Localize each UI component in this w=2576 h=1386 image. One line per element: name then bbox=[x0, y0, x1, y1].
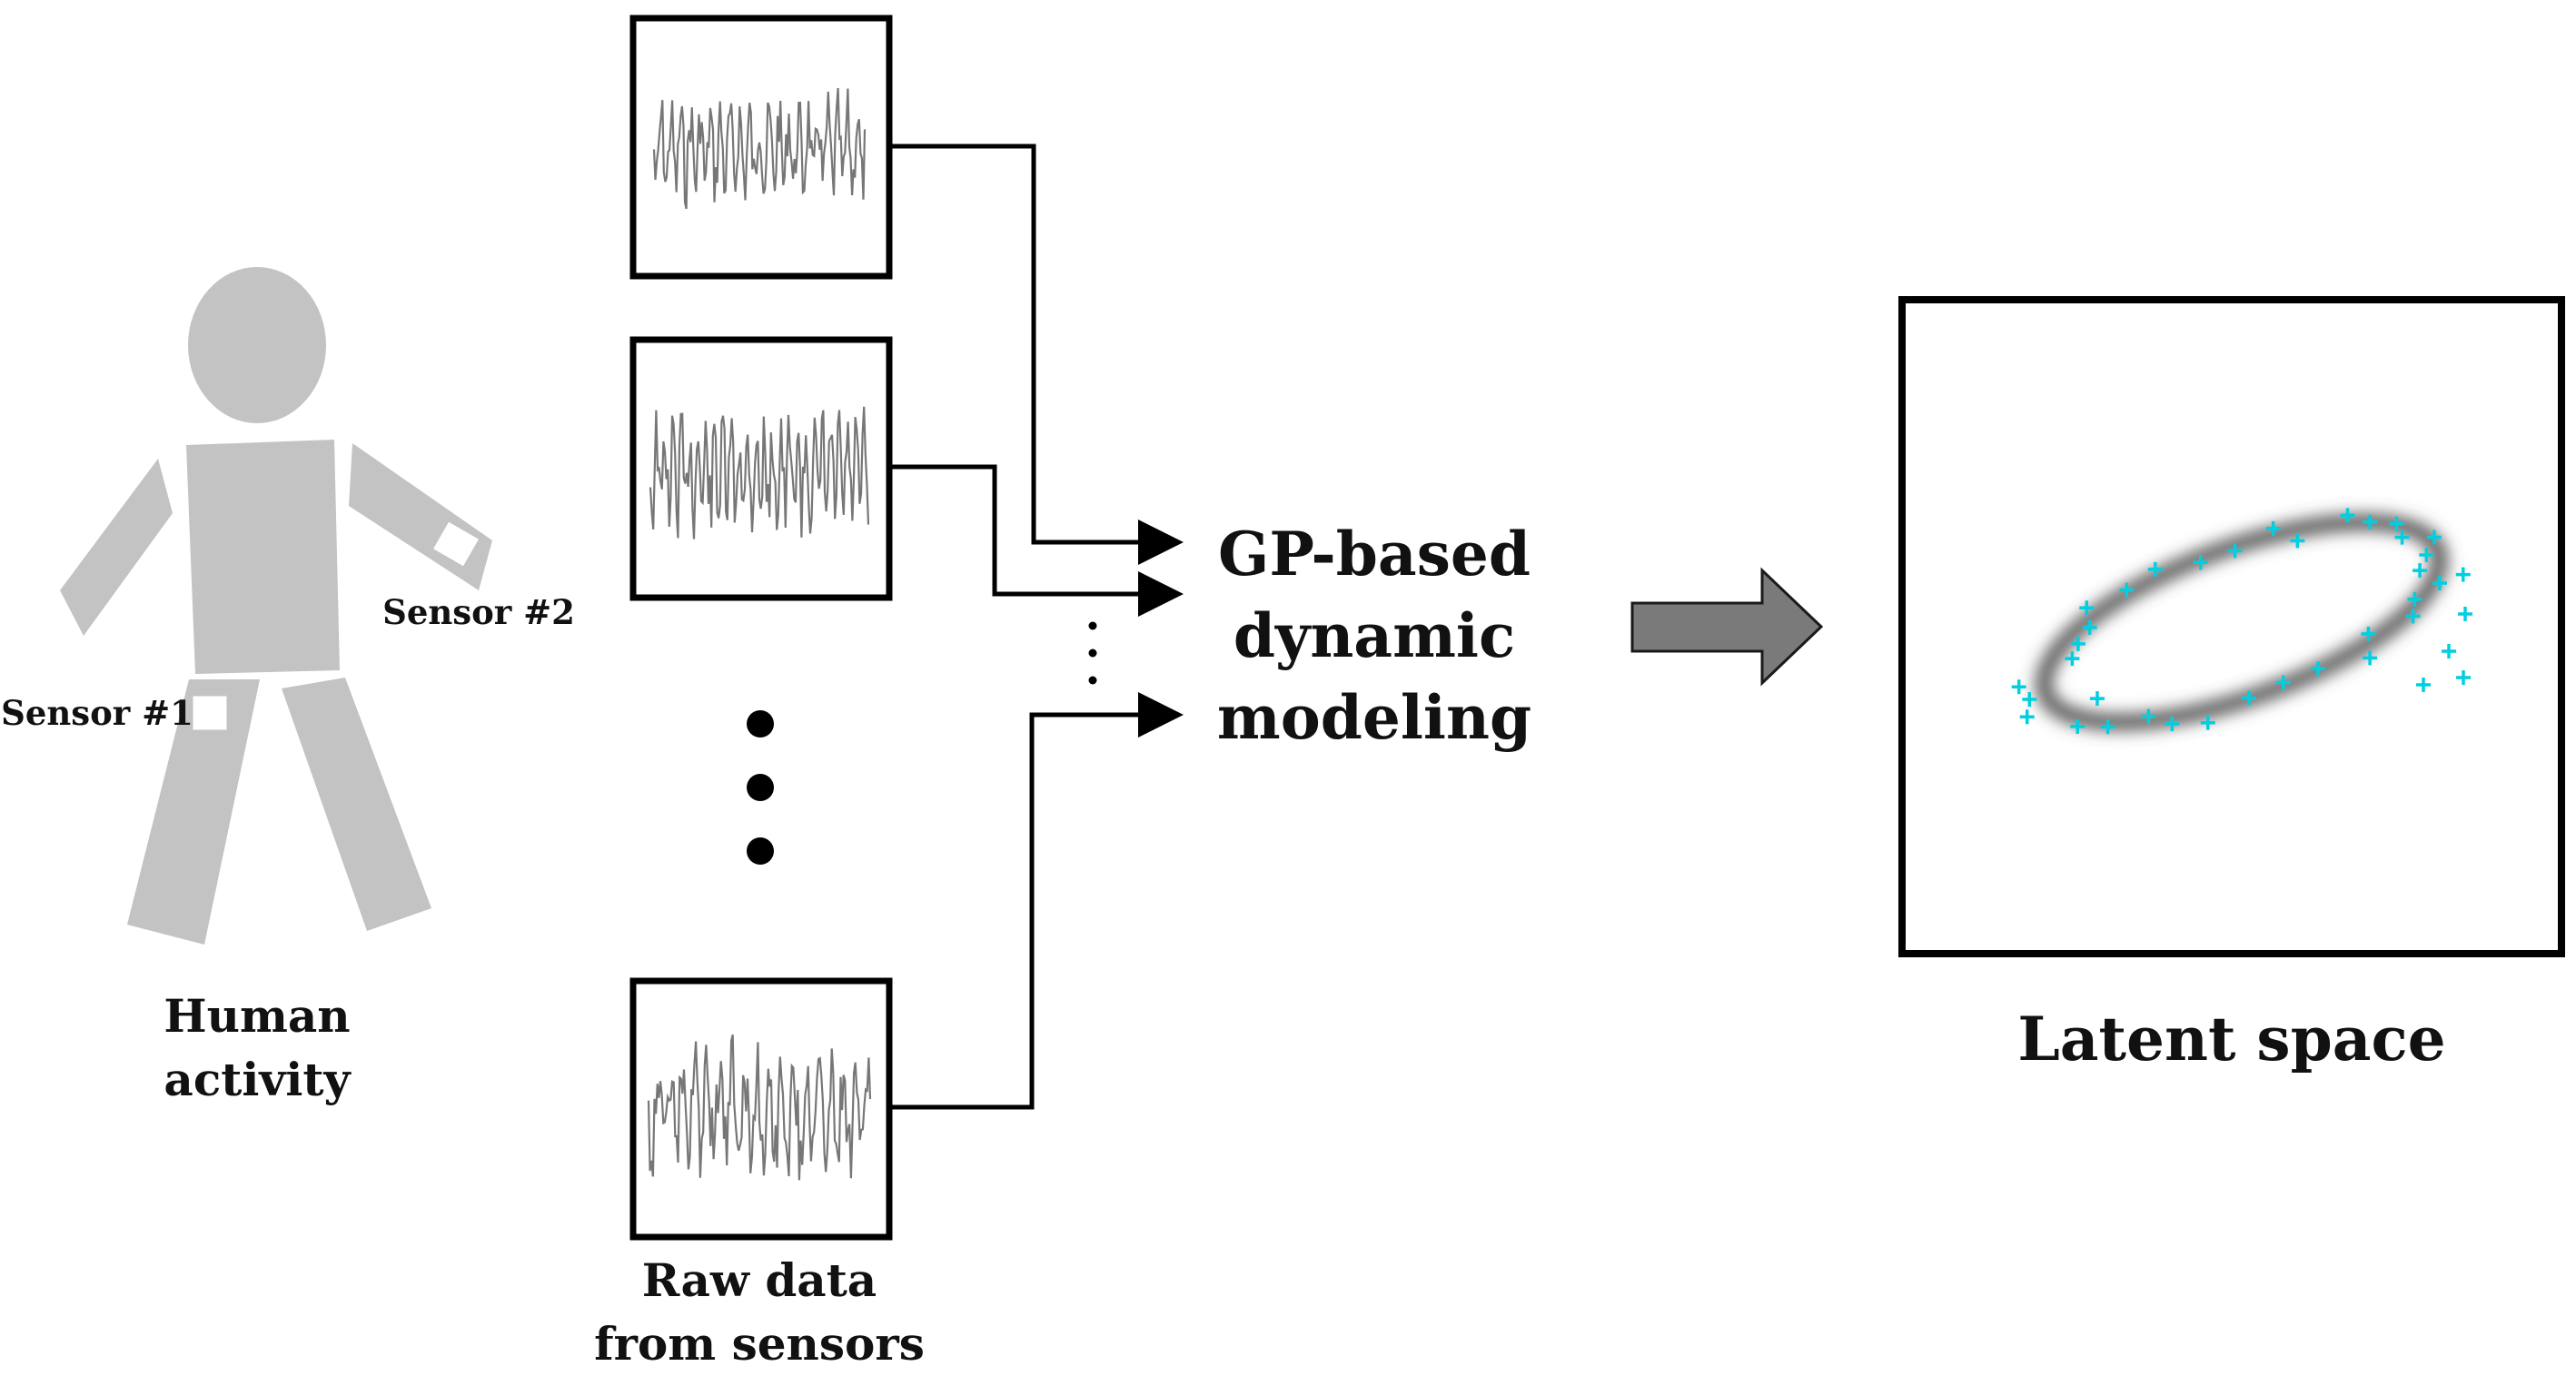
torso-shape bbox=[186, 440, 340, 674]
raw-signal-1 bbox=[652, 87, 867, 210]
latent-space-label: Latent space bbox=[2017, 1004, 2445, 1074]
connector-lines bbox=[892, 144, 1184, 1110]
sensor-1-label: Sensor #1 bbox=[1, 693, 193, 733]
connector-arrow-3 bbox=[892, 692, 1184, 1110]
raw-data-label-line2: from sensors bbox=[594, 1317, 925, 1371]
sensor-2-marker bbox=[433, 521, 479, 567]
connector-arrow-2 bbox=[892, 464, 1184, 617]
small-dot bbox=[1088, 648, 1097, 658]
left-leg-shape bbox=[127, 679, 260, 945]
ellipsis-dot bbox=[747, 710, 774, 738]
right-leg-shape bbox=[282, 678, 431, 931]
gp-label-line2: dynamic bbox=[1234, 600, 1515, 671]
raw-data-box-3 bbox=[629, 977, 893, 1241]
raw-data-box-1 bbox=[629, 15, 893, 280]
right-arm-shape bbox=[349, 443, 492, 590]
small-dot bbox=[1088, 621, 1097, 630]
latent-trajectory-ellipse bbox=[2036, 514, 2448, 730]
raw-signal-2 bbox=[649, 406, 870, 540]
raw-data-box-2 bbox=[629, 336, 893, 601]
raw-signal-3 bbox=[647, 1034, 872, 1181]
raw-data-label-line1: Raw data bbox=[642, 1253, 877, 1307]
human-activity-line2: activity bbox=[163, 1053, 352, 1106]
small-vertical-ellipsis-icon bbox=[1088, 621, 1097, 685]
head-shape bbox=[188, 267, 326, 423]
gp-label-line1: GP-based bbox=[1218, 519, 1531, 589]
gp-label-line3: modeling bbox=[1217, 682, 1531, 753]
sensor-2-label: Sensor #2 bbox=[382, 592, 575, 632]
ellipsis-dot bbox=[747, 774, 774, 801]
left-arm-shape bbox=[60, 459, 173, 636]
small-dot bbox=[1088, 676, 1097, 685]
latent-points bbox=[2011, 508, 2472, 735]
human-activity-line1: Human bbox=[163, 989, 350, 1043]
ellipsis-dot bbox=[747, 837, 774, 865]
right-arrow-icon bbox=[1630, 567, 1824, 687]
sensor-1-marker bbox=[193, 696, 227, 730]
latent-space-box bbox=[1898, 296, 2565, 957]
vertical-ellipsis-icon bbox=[747, 710, 774, 865]
connector-arrow-1 bbox=[892, 144, 1184, 565]
